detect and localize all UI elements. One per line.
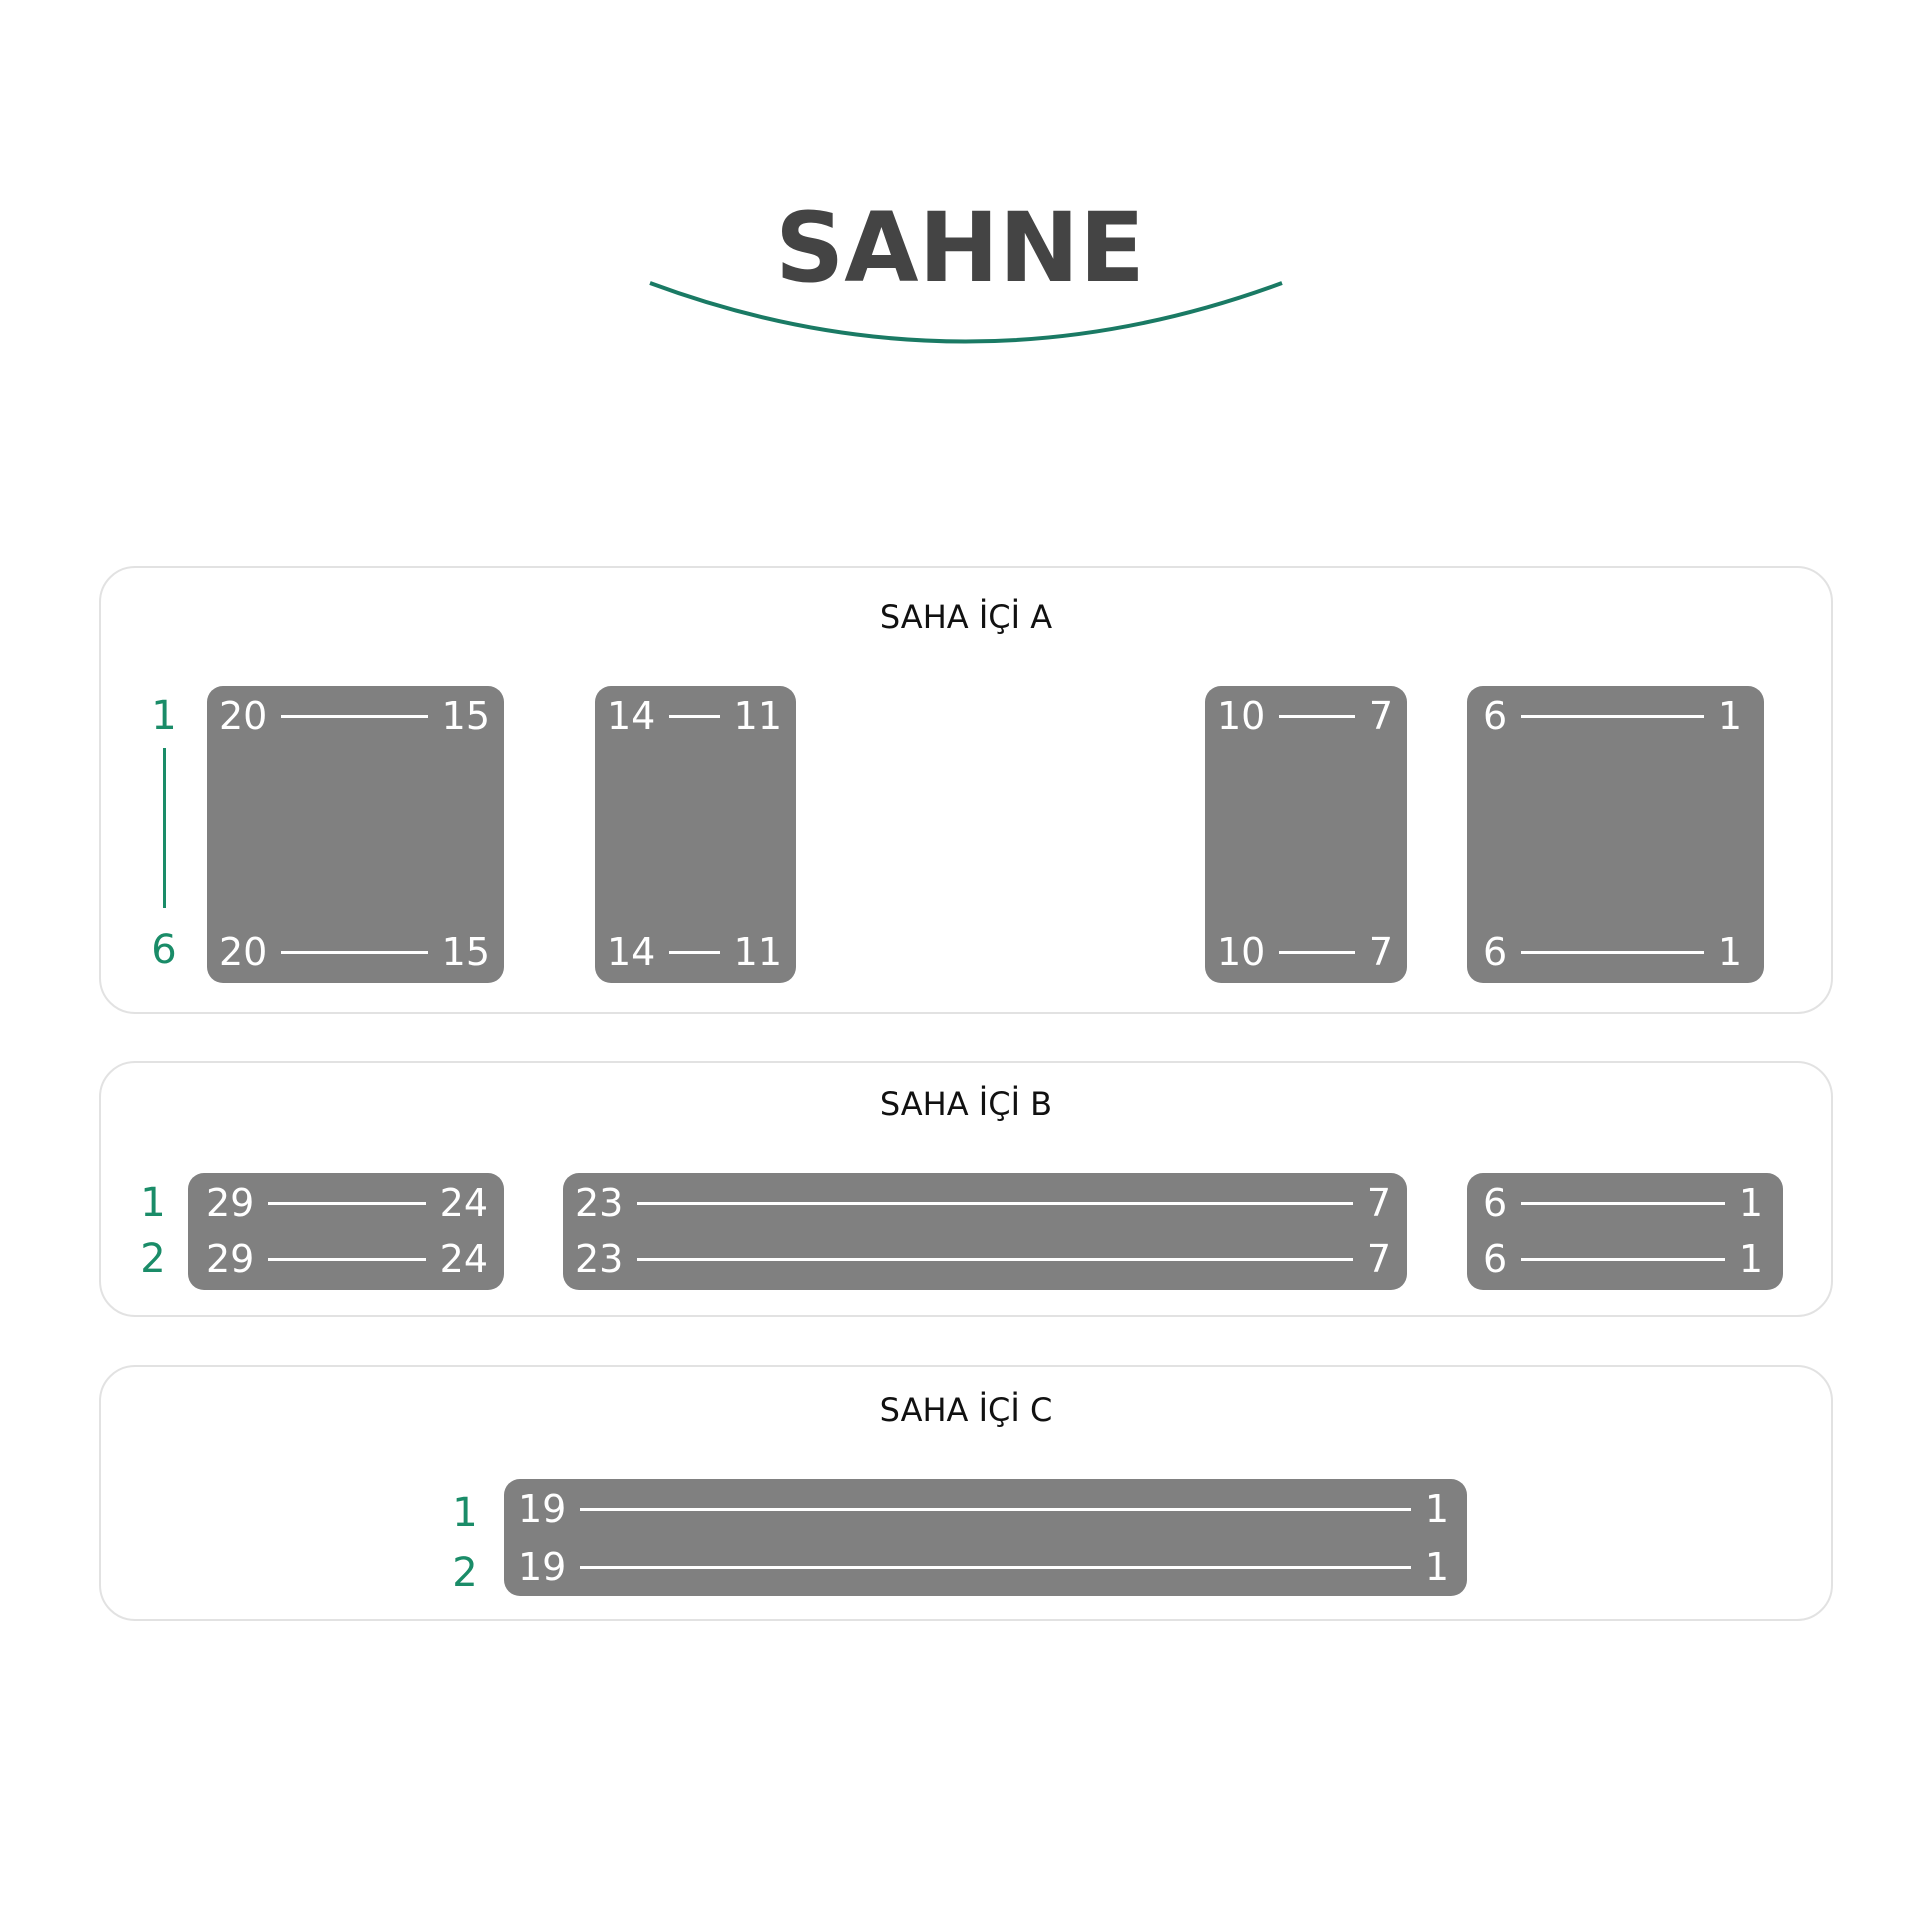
seat-start: 6 — [1483, 694, 1508, 738]
seat-row-bottom: 10 7 — [1217, 932, 1393, 972]
seat-start: 23 — [575, 1237, 624, 1281]
seat-row-top: 14 11 — [607, 696, 782, 736]
seat-row-1: 19 1 — [518, 1489, 1449, 1529]
section-a-title: SAHA İÇİ A — [879, 598, 1053, 636]
seat-end: 7 — [1368, 694, 1393, 738]
seat-row-line — [268, 1257, 426, 1261]
section-c: SAHA İÇİ C 1 2 19 1 19 1 — [99, 1365, 1833, 1621]
seat-end: 11 — [733, 930, 782, 974]
row-label-first: 1 — [452, 1490, 478, 1536]
row-range-line — [163, 748, 166, 908]
seat-block-6-1[interactable]: 6 1 6 1 — [1467, 1173, 1783, 1290]
seat-row-2: 29 24 — [206, 1239, 488, 1279]
seat-end: 7 — [1366, 1237, 1391, 1281]
seat-row-line — [637, 1201, 1353, 1205]
seat-row-line — [1279, 950, 1355, 954]
seat-block-29-24[interactable]: 29 24 29 24 — [188, 1173, 504, 1290]
seat-row-line — [268, 1201, 426, 1205]
seat-end: 1 — [1738, 1237, 1763, 1281]
seat-start: 20 — [219, 694, 268, 738]
seat-row-2: 23 7 — [575, 1239, 1391, 1279]
seat-row-line — [1279, 714, 1355, 718]
seat-block-19-1[interactable]: 19 1 19 1 — [504, 1479, 1467, 1596]
seat-row-1: 29 24 — [206, 1183, 488, 1223]
seat-row-line — [669, 950, 720, 954]
row-label-last: 6 — [151, 927, 177, 973]
seat-row-line — [580, 1565, 1411, 1569]
seat-start: 6 — [1483, 1237, 1508, 1281]
seat-start: 6 — [1483, 930, 1508, 974]
seat-start: 20 — [219, 930, 268, 974]
seat-row-bottom: 14 11 — [607, 932, 782, 972]
seat-row-1: 6 1 — [1483, 1183, 1763, 1223]
seat-start: 10 — [1217, 930, 1266, 974]
seat-row-2: 6 1 — [1483, 1239, 1763, 1279]
seat-row-line — [669, 714, 720, 718]
stage-title: SAHNE — [775, 192, 1145, 304]
section-c-title: SAHA İÇİ C — [879, 1391, 1053, 1429]
seat-row-line — [1521, 1257, 1725, 1261]
seat-start: 29 — [206, 1181, 255, 1225]
seat-end: 1 — [1738, 1181, 1763, 1225]
row-label-second: 2 — [140, 1236, 166, 1282]
row-label-first: 1 — [140, 1180, 166, 1226]
seat-row-line — [637, 1257, 1353, 1261]
seat-row-top: 20 15 — [219, 696, 490, 736]
seat-end: 24 — [439, 1237, 488, 1281]
seat-end: 7 — [1368, 930, 1393, 974]
row-label-first: 1 — [151, 693, 177, 739]
seat-end: 7 — [1366, 1181, 1391, 1225]
seat-row-1: 23 7 — [575, 1183, 1391, 1223]
seat-end: 1 — [1717, 930, 1742, 974]
seat-start: 6 — [1483, 1181, 1508, 1225]
seat-block-23-7[interactable]: 23 7 23 7 — [563, 1173, 1407, 1290]
seat-row-top: 10 7 — [1217, 696, 1393, 736]
section-a: SAHA İÇİ A 1 6 20 15 20 15 14 11 14 11 — [99, 566, 1833, 1014]
seat-end: 1 — [1717, 694, 1742, 738]
seat-row-line — [580, 1507, 1411, 1511]
seat-end: 15 — [441, 930, 490, 974]
seat-row-line — [1521, 950, 1704, 954]
seat-row-top: 6 1 — [1483, 696, 1742, 736]
seat-block-6-1[interactable]: 6 1 6 1 — [1467, 686, 1764, 983]
seat-row-line — [281, 950, 428, 954]
seat-start: 14 — [607, 694, 656, 738]
seat-row-bottom: 20 15 — [219, 932, 490, 972]
seat-row-bottom: 6 1 — [1483, 932, 1742, 972]
seat-row-2: 19 1 — [518, 1547, 1449, 1587]
seat-end: 1 — [1424, 1545, 1449, 1589]
section-b-title: SAHA İÇİ B — [879, 1085, 1053, 1123]
seat-row-line — [281, 714, 428, 718]
seat-row-line — [1521, 714, 1704, 718]
section-b: SAHA İÇİ B 1 2 29 24 29 24 23 7 23 7 6 — [99, 1061, 1833, 1317]
seat-end: 24 — [439, 1181, 488, 1225]
seat-block-20-15[interactable]: 20 15 20 15 — [207, 686, 504, 983]
seat-end: 11 — [733, 694, 782, 738]
seat-start: 19 — [518, 1487, 567, 1531]
seat-block-10-7[interactable]: 10 7 10 7 — [1205, 686, 1407, 983]
seat-start: 29 — [206, 1237, 255, 1281]
row-label-second: 2 — [452, 1550, 478, 1596]
seat-start: 23 — [575, 1181, 624, 1225]
stage-arc — [649, 281, 1283, 344]
seat-row-line — [1521, 1201, 1725, 1205]
seat-end: 1 — [1424, 1487, 1449, 1531]
seat-start: 14 — [607, 930, 656, 974]
seat-end: 15 — [441, 694, 490, 738]
seat-block-14-11[interactable]: 14 11 14 11 — [595, 686, 796, 983]
seat-start: 10 — [1217, 694, 1266, 738]
seat-start: 19 — [518, 1545, 567, 1589]
